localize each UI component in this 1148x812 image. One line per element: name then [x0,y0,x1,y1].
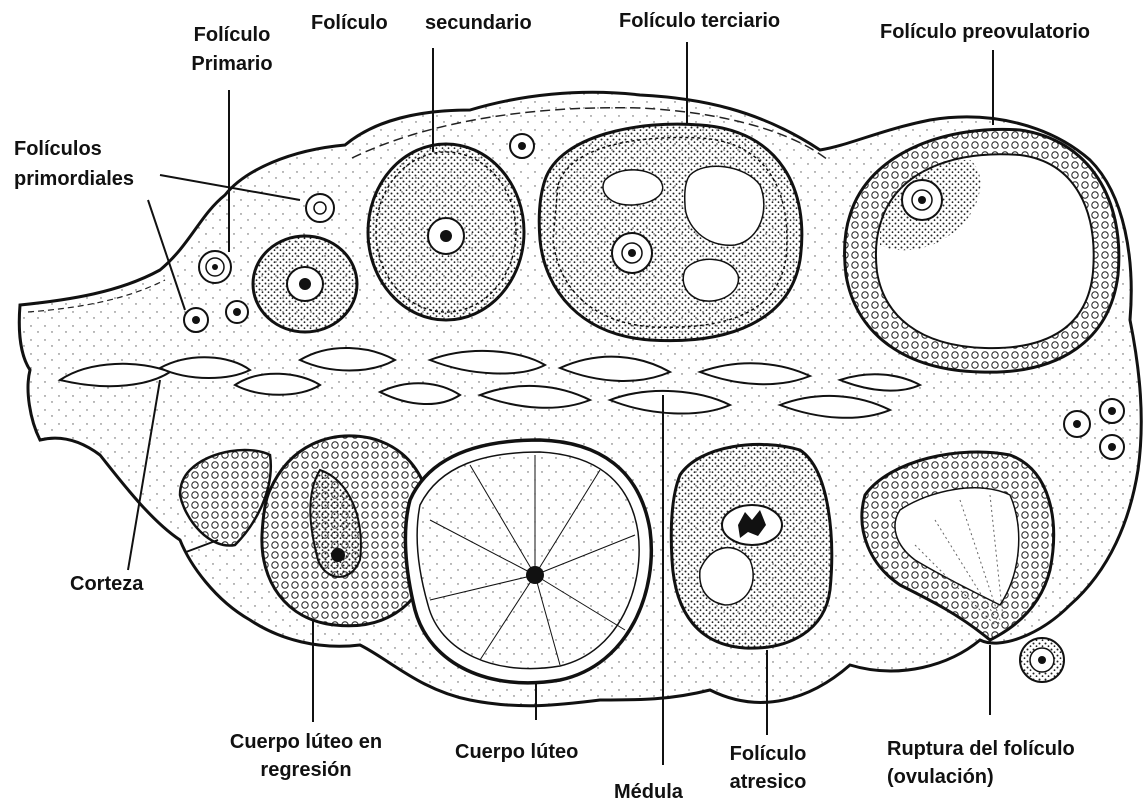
label-foliculo-secundario-line2: secundario [425,11,532,35]
label-foliculo-atresico-line2: atresico [726,770,810,794]
label-foliculo-primario-line2: Primario [186,52,278,76]
secondary-follicle [368,144,524,320]
label-ruptura-line1: Ruptura del folículo [887,737,1075,761]
label-cuerpo-luteo-regresion-line2: regresión [208,758,404,782]
label-foliculos-primordiales-line1: Folículos [14,137,102,161]
atretic-follicle [671,444,831,648]
label-medula: Médula [614,780,683,804]
label-foliculo-preovulatorio: Folículo preovulatorio [880,20,1090,44]
primary-follicle [253,236,357,332]
tertiary-follicle [539,124,802,341]
label-cuerpo-luteo-regresion-line1: Cuerpo lúteo en [208,730,404,754]
label-foliculo-terciario: Folículo terciario [619,9,780,33]
label-foliculos-primordiales-line2: primordiales [14,167,134,191]
label-foliculo-primario-line1: Folículo [186,23,278,47]
preovulatory-follicle [845,129,1119,372]
label-ruptura-line2: (ovulación) [887,765,994,789]
corpus-luteum [405,440,651,683]
label-corteza: Corteza [70,572,143,596]
label-foliculo-atresico-line1: Folículo [726,742,810,766]
label-cuerpo-luteo: Cuerpo lúteo [455,740,578,764]
label-foliculo-secundario-line1: Folículo [311,11,388,35]
